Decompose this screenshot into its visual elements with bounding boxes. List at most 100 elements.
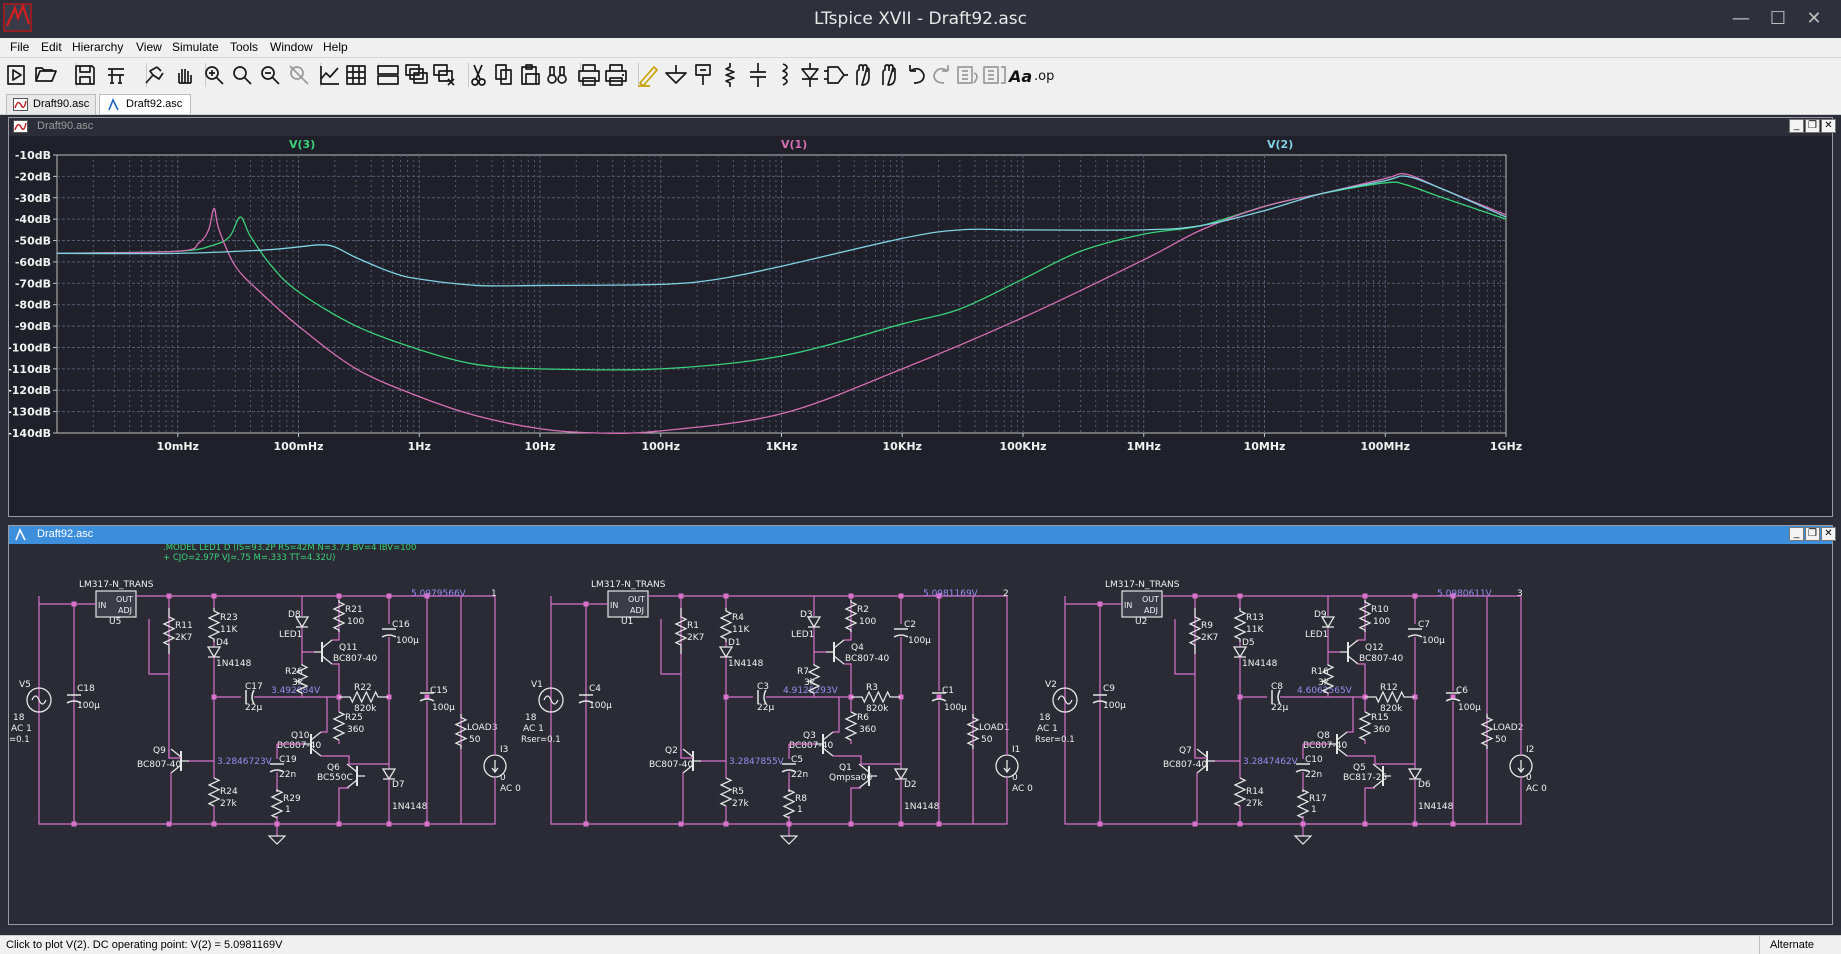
schematic-window-icon (15, 528, 26, 541)
move-button[interactable] (848, 61, 876, 89)
menu-view[interactable]: View (136, 40, 162, 54)
paste-button[interactable] (516, 61, 544, 89)
zoom-cancel-button[interactable] (285, 61, 313, 89)
diode-symbol (294, 616, 310, 629)
rb-val: 11K (220, 625, 238, 635)
menu-edit[interactable]: Edit (41, 40, 62, 54)
waveform-restore-button[interactable]: ❐ (1805, 119, 1820, 133)
menu-tools[interactable]: Tools (230, 40, 259, 54)
waveform-close-button[interactable]: ✕ (1821, 119, 1836, 133)
grid-icon-shape (346, 65, 366, 85)
open-button[interactable] (32, 61, 60, 89)
find-icon-shape (547, 66, 567, 84)
menu-help[interactable]: Help (323, 40, 348, 54)
ground-button[interactable] (662, 61, 690, 89)
menu-simulate[interactable]: Simulate (172, 40, 219, 54)
control-panel-button[interactable] (102, 61, 130, 89)
halt-button[interactable] (141, 61, 169, 89)
qd-ref: Q5 (1353, 763, 1366, 773)
minimize-button[interactable]: — (1732, 8, 1750, 29)
tab-draft90[interactable]: Draft90.asc (6, 94, 96, 114)
run-button[interactable] (2, 61, 30, 89)
copy-button[interactable] (490, 61, 518, 89)
maximize-button[interactable]: ☐ (1769, 8, 1787, 29)
node: 3 (1517, 589, 1523, 599)
mirror-button[interactable] (980, 61, 1008, 89)
component-button[interactable] (822, 61, 850, 89)
tab-draft92[interactable]: Draft92.asc (99, 94, 191, 114)
waveform-minimize-button[interactable]: _ (1789, 119, 1804, 133)
cut-button[interactable] (464, 61, 492, 89)
label-net-button[interactable] (688, 61, 716, 89)
spice-directive-button[interactable]: .op (1032, 61, 1060, 89)
legend-v1: V(1) (781, 138, 807, 151)
spice-directive-line: + CJO=2.97P VJ=.75 M=.333 TT=4.32U) (163, 553, 335, 563)
capacitor-button[interactable] (744, 61, 772, 89)
resistor-button[interactable] (716, 61, 744, 89)
diode-symbol (381, 768, 397, 781)
bode-plot[interactable]: -10dB-20dB-30dB-40dB-50dB-60dB-70dB-80dB… (9, 136, 1832, 516)
rd-val: 3k (804, 678, 816, 688)
x-tick-label: 1Hz (408, 440, 431, 453)
rd-ref: R16 (1311, 667, 1329, 677)
cascade-button[interactable] (402, 61, 430, 89)
rh-ref: R29 (283, 794, 301, 804)
find-button[interactable] (543, 61, 571, 89)
grid-button[interactable] (342, 61, 370, 89)
print-setup-button[interactable] (602, 61, 630, 89)
diode-button[interactable] (796, 61, 824, 89)
undo-button[interactable] (902, 61, 930, 89)
reg-pin-adj: ADJ (118, 606, 132, 615)
schematic-minimize-button[interactable]: _ (1789, 527, 1804, 541)
text-button[interactable]: Aa (1006, 61, 1034, 89)
junction (678, 821, 684, 827)
schematic-canvas[interactable]: .MODEL LED1 D (IS=93.2P RS=42M N=3.73 BV… (9, 544, 1832, 924)
drag-button[interactable] (874, 61, 902, 89)
menu-file[interactable]: File (10, 40, 30, 54)
zoom-fit-button[interactable] (228, 61, 256, 89)
tile-horizontal-button[interactable] (374, 61, 402, 89)
zoom-in-button[interactable] (200, 61, 228, 89)
cs-ref: C5 (791, 755, 803, 765)
src-ac: AC 1 (1037, 724, 1058, 734)
reg-pin-out: OUT (116, 595, 133, 604)
autorange-button[interactable] (316, 61, 344, 89)
resistor-symbol (207, 777, 221, 807)
waveform-window-icon (13, 120, 28, 133)
cm-ref: C8 (1271, 682, 1283, 692)
junction (583, 821, 589, 827)
da-model: 1N4148 (728, 659, 764, 669)
reg-ref: U1 (621, 617, 633, 627)
menu-window[interactable]: Window (270, 40, 313, 54)
wire (1364, 787, 1375, 824)
out-voltage: 5.0979566V (411, 589, 467, 599)
grid-icon (346, 65, 366, 85)
wire (1347, 697, 1354, 733)
pan-hand-button[interactable] (170, 61, 198, 89)
save-button[interactable] (71, 61, 99, 89)
print-button[interactable] (575, 61, 603, 89)
zoom-out-button[interactable] (256, 61, 284, 89)
schematic-close-button[interactable]: ✕ (1821, 527, 1836, 541)
ac-source-wave (543, 695, 559, 705)
zoom-cancel-icon (289, 65, 309, 85)
undo-icon-shape (909, 65, 925, 84)
ra-ref: R11 (175, 621, 193, 631)
resistor-symbol (851, 690, 901, 704)
base-voltage: 3.2847462V (1243, 757, 1299, 767)
wire (332, 663, 340, 697)
rotate-button[interactable] (954, 61, 982, 89)
rh-val: 1 (1311, 805, 1317, 815)
tab-label: Draft90.asc (33, 98, 90, 110)
close-window-button[interactable]: ✕ (1806, 8, 1822, 29)
reg-pin-out: OUT (1142, 595, 1159, 604)
close-all-button[interactable] (430, 61, 458, 89)
capacitor-plate (1092, 700, 1108, 704)
isrc-ref: I1 (1012, 745, 1020, 755)
redo-button[interactable] (928, 61, 956, 89)
inductor-button[interactable] (771, 61, 799, 89)
print-icon-shape (578, 64, 600, 86)
schematic-restore-button[interactable]: ❐ (1805, 527, 1820, 541)
menu-hierarchy[interactable]: Hierarchy (72, 40, 124, 54)
draw-wire-button[interactable] (634, 61, 662, 89)
